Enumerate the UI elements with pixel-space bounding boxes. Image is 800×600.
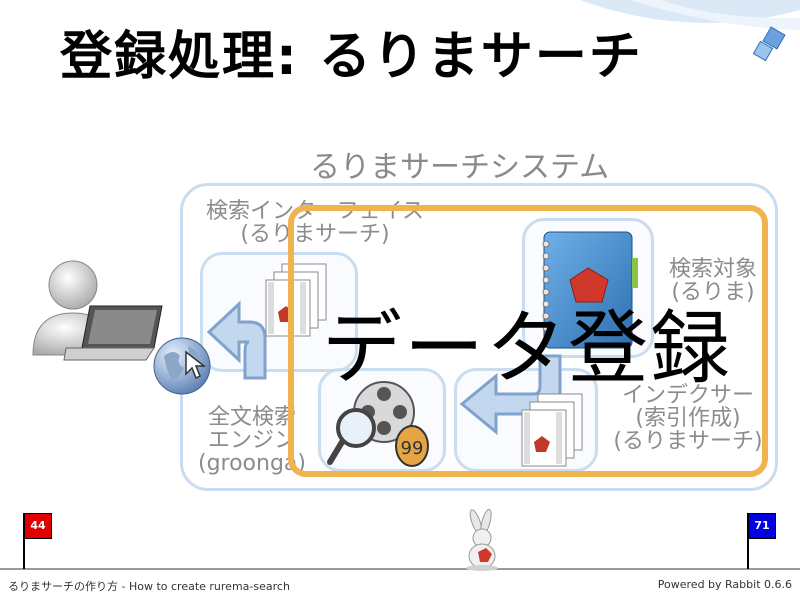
overlay-text: データ登録 [322,284,732,400]
current-page-flag: 44 [24,513,52,539]
system-label: るりまサーチシステム [310,142,609,186]
total-pages-flag: 71 [748,513,776,539]
page-title: 登録処理: るりまサーチ [60,14,760,89]
rabbit-icon [458,508,506,572]
footer-right: Powered by Rabbit 0.6.6 [658,578,792,591]
footer-left: るりまサーチの作り方 - How to create rurema-search [8,578,290,594]
progress-track [0,568,800,570]
